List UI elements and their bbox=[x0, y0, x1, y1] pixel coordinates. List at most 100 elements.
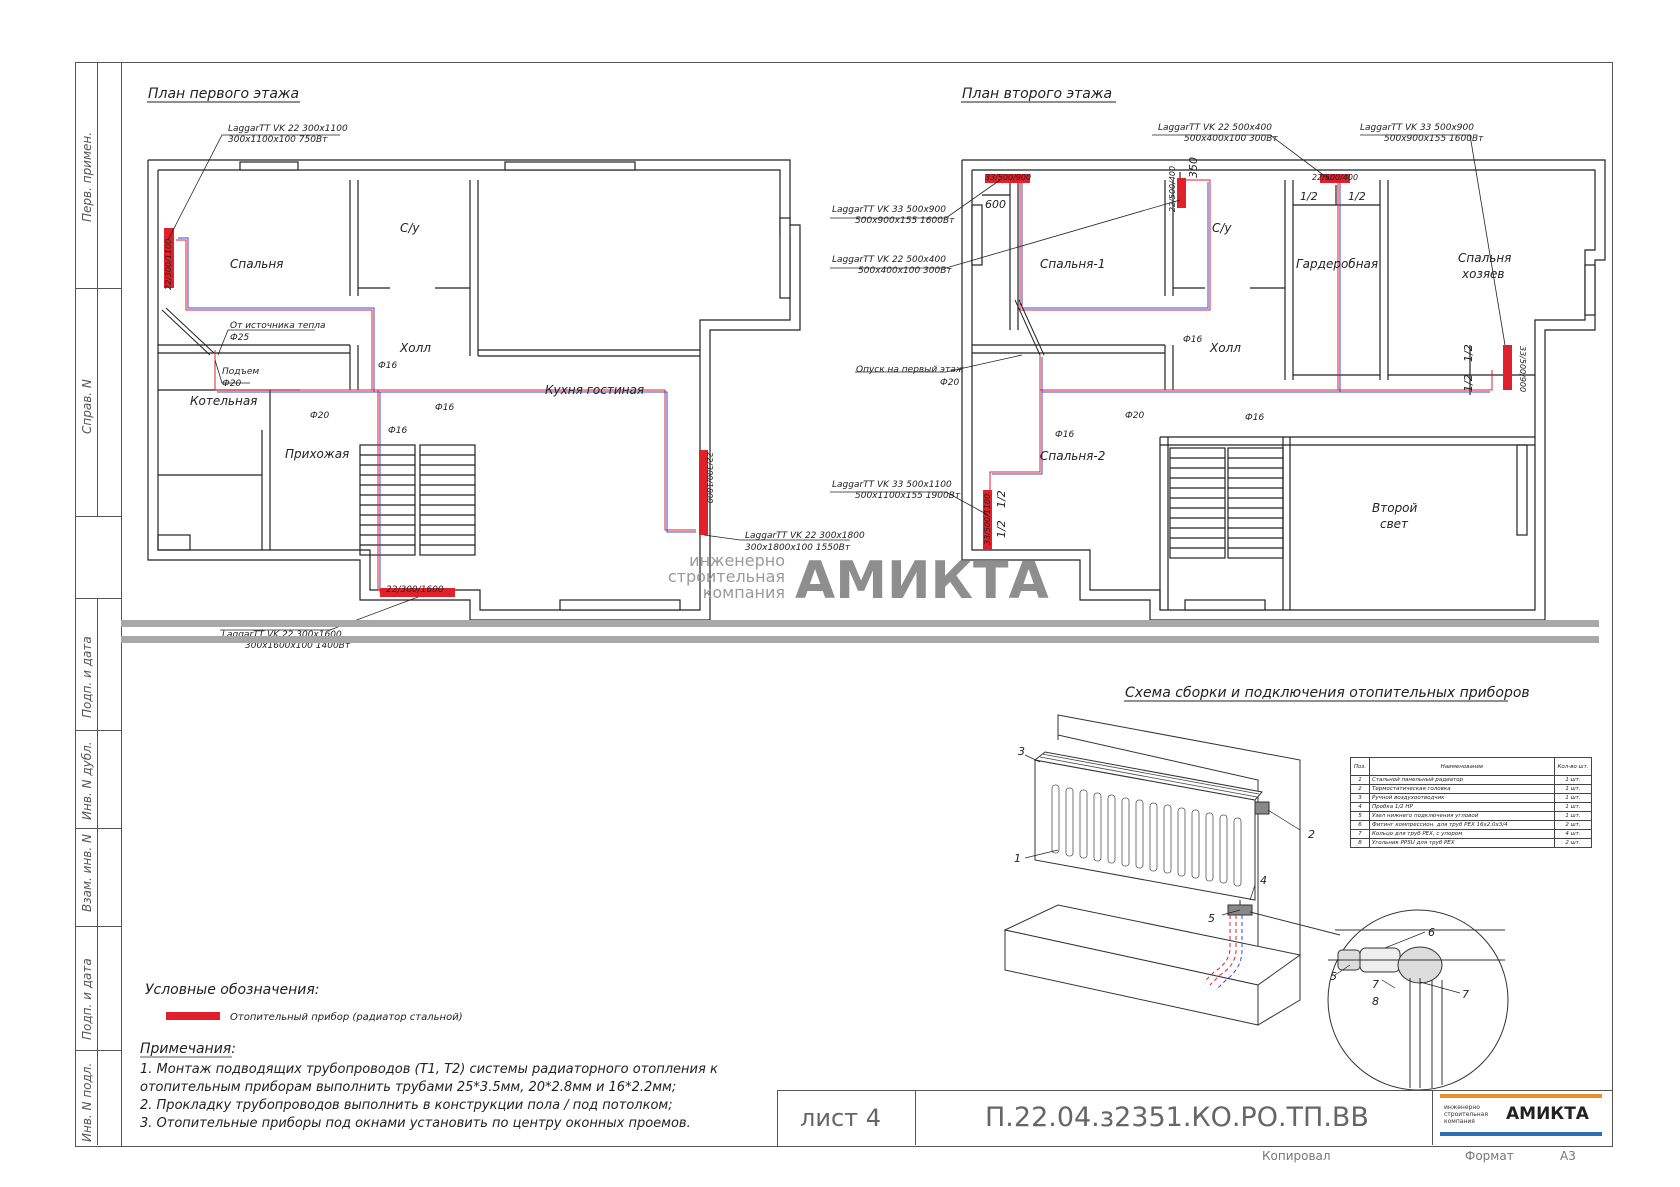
callout-7b: 7 bbox=[1462, 988, 1469, 1001]
radiator-2f-bedroom1 bbox=[985, 174, 1030, 183]
radiator-2f-5-spec: 500x1100x155 1900Вт bbox=[855, 491, 961, 501]
room-2f-bedroom2: Спальня-2 bbox=[1040, 449, 1105, 463]
radiator-1f-1-tag: 22/300/1100 bbox=[164, 239, 173, 290]
copied-label: Копировал bbox=[1262, 1149, 1331, 1163]
callout-5a: 5 bbox=[1208, 912, 1215, 925]
radiator-2f-master bbox=[1503, 345, 1512, 390]
spec-cell-qty: 1 шт. bbox=[1554, 802, 1592, 812]
dim-half-1: 1/2 bbox=[1300, 190, 1318, 203]
watermark-line2: строительная bbox=[668, 567, 785, 586]
radiator-2f-2-title: LaggarTT VK 22 500x400 bbox=[832, 255, 946, 265]
spec-cell-pos: 5 bbox=[1350, 811, 1370, 821]
drawing-frame bbox=[121, 62, 1613, 1147]
room-2f-wc: С/у bbox=[1212, 221, 1232, 235]
spec-cell-name: Пробка 1/2 НР bbox=[1369, 802, 1555, 812]
legend-title: Условные обозначения: bbox=[145, 982, 319, 998]
callout-8: 8 bbox=[1372, 995, 1379, 1008]
callout-5b: 5 bbox=[1330, 970, 1337, 983]
first-floor-radiators bbox=[164, 228, 708, 597]
note-1b: отопительным приборам выполнить трубами … bbox=[140, 1080, 676, 1095]
radiator-1f-1-title: LaggarTT VK 22 300x1100 bbox=[228, 124, 348, 134]
assembly-title: Схема сборки и подключения отопительных … bbox=[1125, 685, 1530, 701]
side-stamp-line bbox=[75, 1050, 121, 1051]
room-2f-second-light-a: Второй bbox=[1372, 501, 1418, 515]
note-2: 2. Прокладку трубопроводов выполнить в к… bbox=[140, 1098, 673, 1113]
spec-cell-qty: 1 шт. bbox=[1554, 811, 1592, 821]
spec-cell-qty: 2 шт. bbox=[1554, 838, 1592, 848]
first-floor-pipes bbox=[161, 237, 696, 593]
side-stamp bbox=[75, 62, 122, 1147]
radiator-1f-2-spec: 300x1800x100 1550Вт bbox=[745, 543, 851, 553]
dim-half-2: 1/2 bbox=[1348, 190, 1366, 203]
radiator-2f-4-spec: 500x900x155 1600Вт bbox=[1384, 134, 1484, 144]
second-floor-walls bbox=[961, 159, 1606, 621]
radiator-2f-4-tag: 33/500/900 bbox=[1518, 346, 1527, 392]
spec-cell-qty: 1 шт. bbox=[1554, 784, 1592, 794]
radiator-2f-4-title: LaggarTT VK 33 500x900 bbox=[1360, 123, 1474, 133]
radiator-2f-2-spec: 500x400x100 300Вт bbox=[858, 266, 952, 276]
radiator-1f-bedroom bbox=[164, 228, 174, 288]
side-stamp-line bbox=[75, 516, 121, 517]
label-d20-rise: Ф20 bbox=[222, 379, 241, 389]
radiator-1f-1-spec: 300x1100x100 750Вт bbox=[228, 135, 328, 145]
room-1f-entry: Прихожая bbox=[285, 447, 349, 461]
spec-cell-qty: 1 шт. bbox=[1554, 775, 1592, 785]
room-2f-wardrobe: Гардеробная bbox=[1296, 257, 1378, 271]
assembly-callouts bbox=[1024, 754, 1461, 994]
second-floor-radiators bbox=[983, 174, 1512, 550]
spec-cell-name: Фитинг компрессион. для труб PEX 16х2.0х… bbox=[1369, 820, 1555, 830]
callout-7a: 7 bbox=[1372, 978, 1379, 991]
logo-brand: АМИКТА bbox=[1506, 1104, 1589, 1124]
title-block bbox=[777, 1090, 1612, 1146]
dim-half-3: 1/2 bbox=[1462, 344, 1475, 362]
title-logo: инженерно строительная компания АМИКТА bbox=[1440, 1092, 1602, 1142]
spec-cell-pos: 6 bbox=[1350, 820, 1370, 830]
spec-cell-pos: 2 bbox=[1350, 784, 1370, 794]
first-floor-texts: Спальня С/у Холл Котельная Кухня гостина… bbox=[164, 124, 865, 651]
legend-radiator-label: Отопительный прибор (радиатор стальной) bbox=[230, 1011, 463, 1023]
side-stamp-line bbox=[75, 926, 121, 927]
assembly-callout-labels: 3 1 2 4 5 5 6 7 7 8 bbox=[1014, 745, 1469, 1008]
room-2f-master-a: Спальня bbox=[1458, 251, 1511, 265]
room-1f-bedroom: Спальня bbox=[230, 257, 283, 271]
logo-bar-bottom bbox=[1440, 1132, 1602, 1136]
radiator-2f-wardrobe bbox=[1320, 174, 1350, 183]
dim-600: 600 bbox=[985, 198, 1006, 211]
label-2f-d20-b: Ф20 bbox=[1125, 411, 1144, 421]
spec-cell-qty: 1 шт. bbox=[1554, 793, 1592, 803]
radiator-2f-bedroom2 bbox=[983, 490, 992, 550]
legend-radiator-swatch bbox=[166, 1012, 220, 1020]
radiator-2f-1-title: LaggarTT VK 33 500x900 bbox=[832, 205, 946, 215]
radiator-2f-5-title: LaggarTT VK 33 500x1100 bbox=[832, 480, 952, 490]
radiator-1f-kitchen bbox=[699, 450, 708, 535]
plans-separator-bottom bbox=[121, 636, 1599, 643]
callout-6: 6 bbox=[1428, 926, 1435, 939]
spec-cell-qty: 2 шт. bbox=[1554, 820, 1592, 830]
radiator-1f-2-title: LaggarTT VK 22 300x1800 bbox=[745, 531, 865, 541]
plans-separator-top bbox=[121, 620, 1599, 627]
spec-cell-name: Ручной воздухоотводчик bbox=[1369, 793, 1555, 803]
sheet-number: лист 4 bbox=[800, 1104, 882, 1132]
callout-3: 3 bbox=[1018, 745, 1025, 758]
room-2f-second-light-b: свет bbox=[1380, 517, 1409, 531]
second-floor-title: План второго этажа bbox=[962, 86, 1112, 102]
room-1f-wc: С/у bbox=[400, 221, 420, 235]
room-2f-hall: Холл bbox=[1209, 341, 1241, 355]
spec-cell-name: Кольцо для труб PEX, с упором bbox=[1369, 829, 1555, 839]
side-stamp-line bbox=[75, 598, 121, 599]
radiator-1f-2-tag: 22/300/1800 bbox=[705, 452, 714, 503]
spec-cell-name: Термостатическая головка bbox=[1369, 784, 1555, 794]
spec-cell-pos: 7 bbox=[1350, 829, 1370, 839]
title-block-divider-2 bbox=[1432, 1090, 1433, 1145]
spec-cell-pos: 3 bbox=[1350, 793, 1370, 803]
side-stamp-divider bbox=[97, 62, 98, 516]
spec-cell-name: Узел нижнего подключения угловой bbox=[1369, 811, 1555, 821]
